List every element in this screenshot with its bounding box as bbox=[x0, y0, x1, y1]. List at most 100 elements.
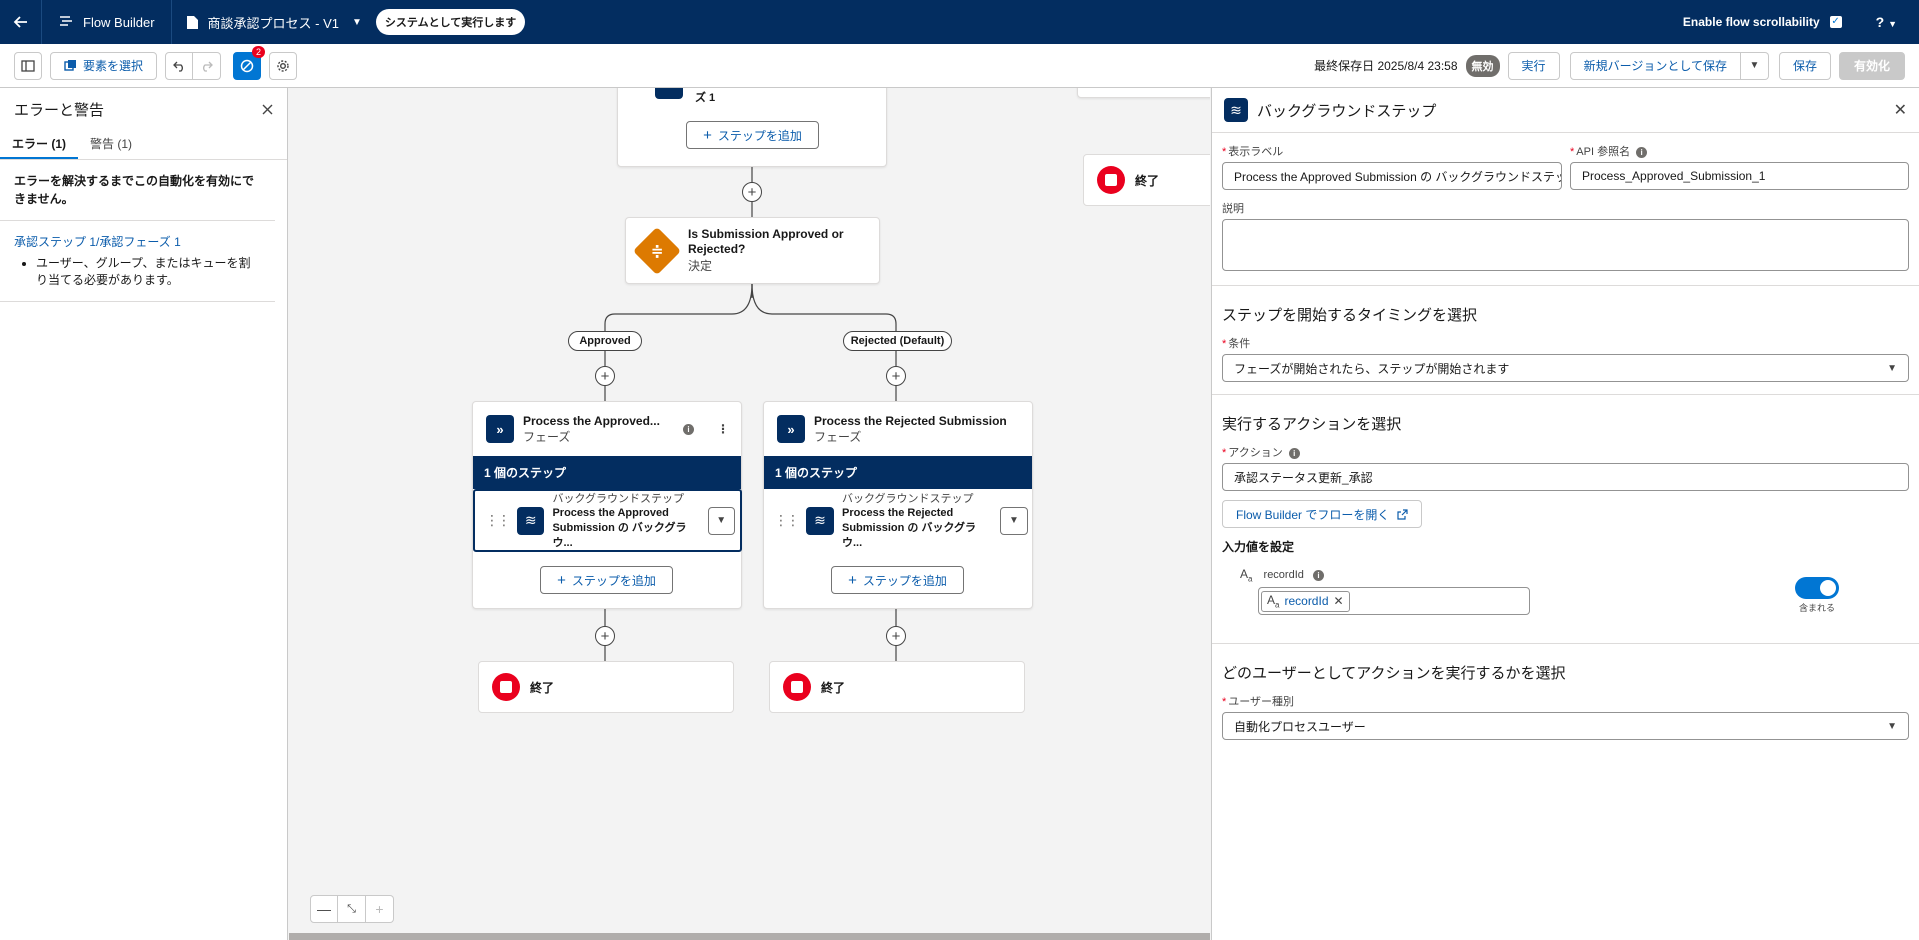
decision-node[interactable]: ≑ Is Submission Approved or Rejected? 決定 bbox=[625, 217, 880, 284]
document-icon bbox=[186, 15, 198, 29]
select-icon bbox=[64, 60, 76, 71]
remove-icon[interactable]: ✕ bbox=[1333, 594, 1344, 609]
input-name: recordId bbox=[1263, 569, 1304, 581]
close-icon[interactable] bbox=[262, 104, 273, 115]
stop-icon bbox=[783, 673, 811, 701]
select-elements-button[interactable]: 要素を選択 bbox=[50, 51, 158, 80]
phase-node-approved[interactable]: » Process the Approved... フェーズ i ⋮ 1 個のス… bbox=[472, 401, 742, 609]
description-textarea[interactable] bbox=[1222, 219, 1909, 271]
add-element-button[interactable]: + bbox=[886, 366, 906, 386]
phase-icon bbox=[655, 88, 683, 99]
action-caption: アクション bbox=[1228, 447, 1283, 459]
help-icon: ? bbox=[1875, 14, 1885, 30]
run-mode-badge: システムとして実行します bbox=[375, 9, 526, 35]
back-button[interactable] bbox=[0, 0, 42, 44]
phase-type: フェーズ bbox=[814, 429, 862, 444]
label-input[interactable]: Process the Approved Submission の バックグラウ… bbox=[1222, 162, 1562, 190]
undo-button[interactable] bbox=[165, 51, 194, 80]
step-menu-dropdown[interactable]: ▼ bbox=[1000, 506, 1028, 535]
description-caption: 説明 bbox=[1222, 203, 1244, 215]
error-item-link[interactable]: 承認ステップ 1/承認フェーズ 1 bbox=[14, 235, 181, 249]
app-title: Flow Builder bbox=[42, 0, 172, 44]
errors-panel: エラーと警告 エラー (1) 警告 (1) エラーを解決するまでこの自動化を有効… bbox=[0, 88, 288, 940]
input-value-field[interactable]: Aa recordId ✕ bbox=[1258, 587, 1530, 616]
errors-toggle-button[interactable]: 2 bbox=[233, 45, 266, 80]
plus-icon: + bbox=[600, 367, 610, 385]
run-button[interactable]: 実行 bbox=[1507, 51, 1560, 80]
background-step-icon: ≋ bbox=[806, 506, 834, 535]
label-caption: 表示ラベル bbox=[1228, 146, 1284, 158]
background-step-card[interactable]: ⋮⋮ ≋ バックグラウンドステップ Process the Approved S… bbox=[473, 489, 742, 552]
info-icon[interactable]: i bbox=[1288, 447, 1300, 459]
flow-icon bbox=[60, 16, 72, 26]
flow-version-menu[interactable]: 商談承認プロセス - V1 ▼ bbox=[172, 0, 374, 44]
info-icon[interactable]: i bbox=[1312, 569, 1324, 581]
open-flow-label: Flow Builder でフローを開く bbox=[1236, 507, 1390, 522]
background-step-icon: ≋ bbox=[1224, 98, 1248, 122]
fit-view-button[interactable]: ⤡ bbox=[338, 895, 366, 923]
step-name: Process the Approved Submission の バックグラウ… bbox=[552, 507, 687, 549]
resource-pill-label: recordId bbox=[1284, 594, 1329, 609]
action-input[interactable]: 承認ステータス更新_承認 bbox=[1222, 463, 1909, 491]
include-toggle[interactable] bbox=[1795, 577, 1839, 599]
add-step-button[interactable]: +ステップを追加 bbox=[831, 566, 964, 594]
run-as-title: どのユーザーとしてアクションを実行するかを選択 bbox=[1222, 665, 1566, 683]
info-icon[interactable]: i bbox=[682, 423, 694, 435]
scrollability-checkbox[interactable]: ✓ bbox=[1829, 16, 1842, 28]
zoom-in-button[interactable]: + bbox=[366, 895, 394, 923]
add-step-button[interactable]: +ステップを追加 bbox=[540, 566, 673, 594]
step-type: バックグラウンドステップ bbox=[552, 493, 685, 505]
redo-button[interactable] bbox=[193, 51, 222, 80]
plus-icon: + bbox=[891, 627, 901, 645]
end-node[interactable]: 終了 bbox=[478, 661, 734, 713]
horizontal-scrollbar[interactable] bbox=[289, 933, 1210, 940]
add-element-button[interactable]: + bbox=[595, 366, 615, 386]
close-icon[interactable]: ✕ bbox=[1893, 102, 1907, 119]
add-element-button[interactable]: + bbox=[886, 626, 906, 646]
help-menu[interactable]: ? ▼ bbox=[1876, 14, 1897, 30]
phase-node-rejected[interactable]: » Process the Rejected Submission フェーズ 1… bbox=[763, 401, 1033, 609]
partial-node[interactable] bbox=[1077, 88, 1210, 98]
activate-button[interactable]: 有効化 bbox=[1838, 51, 1905, 80]
chevron-down-icon: ▼ bbox=[716, 515, 727, 526]
phase-type: フェーズ bbox=[523, 429, 571, 444]
add-step-button[interactable]: +ステップを追加 bbox=[686, 121, 819, 149]
api-name-input[interactable]: Process_Approved_Submission_1 bbox=[1570, 162, 1909, 190]
drag-handle-icon[interactable]: ⋮⋮ bbox=[485, 512, 511, 528]
info-icon[interactable]: i bbox=[1636, 146, 1648, 158]
flow-canvas[interactable]: ズ 1 +ステップを追加 終了 + ≑ Is Submission Approv… bbox=[289, 88, 1210, 940]
open-in-flow-builder-button[interactable]: Flow Builder でフローを開く bbox=[1222, 500, 1423, 528]
approval-phase-node[interactable]: ズ 1 +ステップを追加 bbox=[617, 88, 887, 167]
settings-button[interactable] bbox=[269, 51, 298, 80]
user-type-select[interactable]: 自動化プロセスユーザー ▼ bbox=[1222, 712, 1909, 741]
resource-pill[interactable]: Aa recordId ✕ bbox=[1261, 591, 1350, 612]
step-menu-dropdown[interactable]: ▼ bbox=[707, 506, 735, 535]
phase-icon: » bbox=[486, 415, 514, 443]
tab-warnings[interactable]: 警告 (1) bbox=[90, 137, 133, 151]
user-type-value: 自動化プロセスユーザー bbox=[1234, 719, 1366, 734]
errors-panel-title: エラーと警告 bbox=[14, 101, 105, 119]
save-button[interactable]: 保存 bbox=[1778, 51, 1831, 80]
add-element-button[interactable]: + bbox=[595, 626, 615, 646]
add-element-button[interactable]: + bbox=[742, 182, 762, 202]
include-label: 含まれる bbox=[1798, 603, 1835, 613]
gear-icon bbox=[277, 59, 289, 72]
background-step-card[interactable]: ⋮⋮ ≋ バックグラウンドステップ Process the Rejected S… bbox=[764, 489, 1033, 552]
last-saved-text: 最終保存日 2025/8/4 23:58 bbox=[1314, 59, 1458, 73]
more-actions-icon[interactable]: ⋮ bbox=[716, 422, 729, 436]
top-bar: Flow Builder 商談承認プロセス - V1 ▼ システムとして実行しま… bbox=[0, 0, 1919, 44]
status-badge: 無効 bbox=[1465, 54, 1500, 77]
drag-handle-icon[interactable]: ⋮⋮ bbox=[774, 512, 800, 528]
tab-errors[interactable]: エラー (1) bbox=[0, 130, 79, 159]
toggle-toolbox-button[interactable] bbox=[14, 51, 42, 80]
save-options-dropdown[interactable]: ▼ bbox=[1740, 51, 1769, 80]
end-node[interactable]: 終了 bbox=[1083, 154, 1210, 206]
save-as-new-version-button[interactable]: 新規バージョンとして保存 bbox=[1569, 51, 1741, 80]
action-title: 実行するアクションを選択 bbox=[1222, 416, 1402, 433]
condition-select[interactable]: フェーズが開始されたら、ステップが開始されます ▼ bbox=[1222, 354, 1909, 382]
phase-title: Process the Approved... bbox=[523, 413, 660, 428]
plus-icon: + bbox=[600, 627, 610, 645]
zoom-out-button[interactable]: — bbox=[310, 895, 338, 923]
phase-icon: » bbox=[777, 415, 805, 443]
end-node[interactable]: 終了 bbox=[769, 661, 1025, 713]
